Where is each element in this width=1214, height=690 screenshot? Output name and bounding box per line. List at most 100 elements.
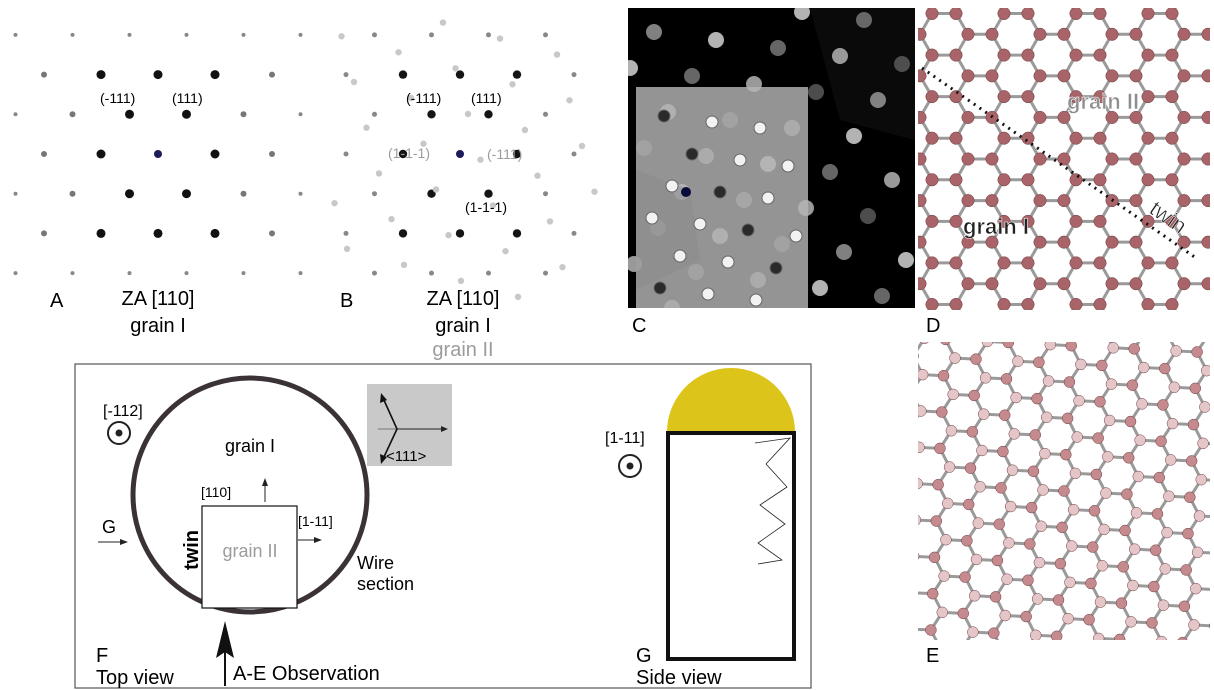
- lattice-atom: [1039, 447, 1051, 460]
- lattice-atom: [1129, 69, 1143, 83]
- out-of-plane-dot-m112: [115, 429, 123, 437]
- lattice-atom: [1165, 90, 1179, 104]
- diffraction-spot-grain-2: [509, 81, 516, 88]
- lattice-atom: [1019, 647, 1030, 658]
- lattice-bond: [904, 520, 915, 538]
- diffraction-spot-grain-2: [452, 65, 459, 72]
- lattice-atom: [1185, 455, 1198, 467]
- lattice-atom: [932, 478, 944, 491]
- lattice-atom: [1127, 579, 1139, 592]
- lattice-atom: [906, 587, 917, 598]
- lattice-bond: [1003, 652, 1024, 653]
- diffraction-spot: [298, 32, 303, 37]
- simulated-spot: [673, 249, 687, 263]
- diffraction-spot: [127, 271, 132, 276]
- lattice-atom: [968, 389, 980, 402]
- twin-boundary-zigzag: [754, 437, 792, 565]
- diffraction-spot-grain-2: [350, 78, 358, 86]
- lattice-atom: [1057, 110, 1071, 124]
- panel-d-letter: D: [926, 315, 940, 337]
- lattice-atom: [985, 69, 999, 83]
- lattice-atom: [999, 609, 1011, 622]
- diffraction-spot-grain-1: [512, 70, 522, 79]
- experimental-spot: [812, 280, 828, 296]
- panel-f-grain-2: grain II: [222, 541, 277, 561]
- lattice-atom: [1098, 324, 1109, 335]
- simulated-spot: [761, 191, 775, 205]
- arrow-1m11-head: [314, 537, 322, 543]
- lattice-atom: [1129, 194, 1143, 208]
- panel-c-experimental-pattern: C: [628, 8, 915, 337]
- lattice-atom: [1141, 256, 1155, 270]
- lattice-atom: [949, 90, 963, 104]
- lattice-atom: [918, 405, 927, 417]
- lattice-atom: [1094, 596, 1107, 608]
- diffraction-spot: [69, 190, 76, 197]
- lattice-atom: [1075, 358, 1087, 371]
- lattice-atom: [1012, 355, 1024, 367]
- panel-f-letter: F: [96, 645, 108, 667]
- lattice-atom: [962, 319, 974, 331]
- lattice-atom: [1165, 298, 1179, 310]
- diffraction-spot-grain-2: [338, 33, 345, 40]
- direction-1m11: [1-11]: [298, 513, 333, 529]
- diffraction-spot-grain-2: [395, 49, 402, 56]
- lattice-atom: [1130, 319, 1142, 331]
- lattice-atom: [1145, 654, 1156, 665]
- lattice-bond: [1095, 637, 1100, 640]
- lattice-atom: [1177, 636, 1188, 640]
- lattice-atom: [925, 624, 937, 636]
- lattice-atom: [1201, 27, 1210, 41]
- lattice-atom: [1156, 635, 1168, 640]
- panel-a-letter: A: [50, 290, 64, 312]
- lattice-atom: [1057, 69, 1071, 83]
- lattice-atom: [1201, 235, 1210, 249]
- lattice-atom: [943, 461, 956, 473]
- lattice-atom: [1141, 131, 1155, 145]
- lattice-atom: [940, 534, 952, 546]
- lattice-bond: [900, 593, 911, 611]
- inset-arrow-down-head: [380, 454, 387, 464]
- lattice-atom: [974, 481, 986, 493]
- gold-catalyst-particle: [667, 368, 795, 432]
- lattice-atom: [1165, 48, 1179, 62]
- wire-side-body: [666, 431, 796, 661]
- lattice-atom: [949, 173, 963, 187]
- simulated-spot: [685, 147, 699, 161]
- lattice-atom: [1136, 398, 1148, 410]
- lattice-atom: [1159, 362, 1171, 375]
- lattice-atom: [1093, 48, 1107, 62]
- wire-label-1: Wire: [357, 553, 394, 573]
- lattice-atom: [1125, 616, 1137, 628]
- lattice-atom: [1057, 235, 1071, 249]
- lattice-atom: [949, 256, 963, 270]
- lattice-atom: [949, 48, 963, 62]
- lattice-atom: [1069, 8, 1083, 20]
- lattice-atom: [1182, 527, 1194, 540]
- lattice-atom: [985, 152, 999, 166]
- out-of-plane-icon-1m11: [618, 454, 642, 478]
- lattice-atom: [979, 372, 992, 384]
- lattice-atom: [993, 518, 1005, 530]
- lattice-atom: [1177, 235, 1191, 249]
- lattice-atom: [918, 194, 927, 208]
- lattice-atom: [959, 571, 971, 583]
- experimental-spot: [836, 244, 852, 260]
- lattice-atom: [1177, 69, 1191, 83]
- lattice-atom: [1057, 277, 1071, 291]
- lattice-atom: [1031, 392, 1043, 405]
- diffraction-spot-grain-1: [484, 110, 493, 119]
- lattice-atom: [1096, 560, 1109, 572]
- lattice-atom: [961, 277, 975, 291]
- lattice-atom: [1134, 434, 1146, 446]
- lattice-atom: [976, 444, 988, 457]
- diffraction-spot-grain-1: [343, 230, 349, 236]
- diffraction-spot: [13, 271, 18, 276]
- panel-e-atoms: [900, 324, 1210, 665]
- lattice-atom: [1129, 235, 1143, 249]
- lattice-atom: [914, 319, 926, 331]
- lattice-bond: [924, 338, 945, 339]
- lattice-atom: [920, 342, 929, 345]
- panel-a-grain: grain I: [130, 315, 186, 337]
- g-view-arrow-head: [120, 539, 128, 545]
